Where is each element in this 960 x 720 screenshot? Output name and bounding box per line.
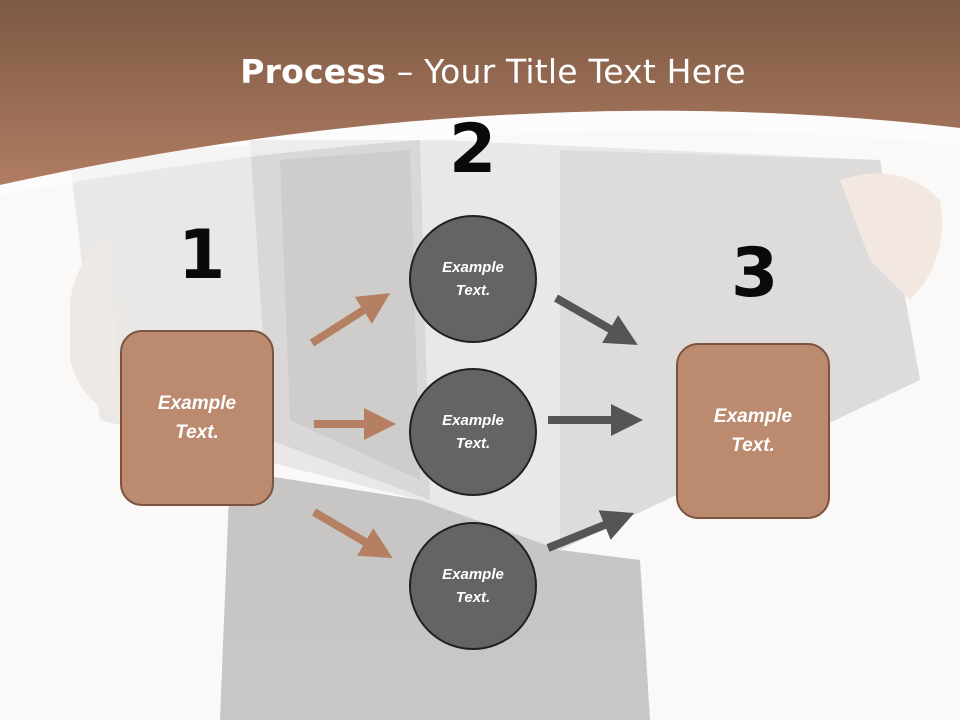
title-bold: Process: [240, 52, 387, 91]
step-2-number: 2: [449, 110, 497, 189]
step-2-circle-bottom: Example Text.: [409, 522, 537, 650]
arrow-1-to-bottom: [311, 508, 393, 559]
arrow-top-to-3: [554, 294, 638, 345]
step-3-text: Example Text.: [713, 406, 793, 456]
step-2-circle-middle-text: Example Text.: [442, 412, 504, 452]
arrow-1-to-top: [309, 293, 391, 347]
slide-title: Process – Your Title Text Here: [0, 52, 960, 91]
step-1-text: Example Text.: [157, 393, 237, 443]
step-1-box: Example Text.: [120, 330, 274, 506]
step-3-number: 3: [731, 234, 779, 313]
arrow-bottom-to-3: [546, 510, 635, 552]
step-2-circle-bottom-text: Example Text.: [442, 566, 504, 606]
step-2-circle-top: Example Text.: [409, 215, 537, 343]
step-2-circle-top-text: Example Text.: [442, 259, 504, 299]
step-2-circle-middle: Example Text.: [409, 368, 537, 496]
title-rest: – Your Title Text Here: [386, 52, 746, 91]
step-1-number: 1: [178, 216, 226, 295]
step-3-box: Example Text.: [676, 343, 830, 519]
